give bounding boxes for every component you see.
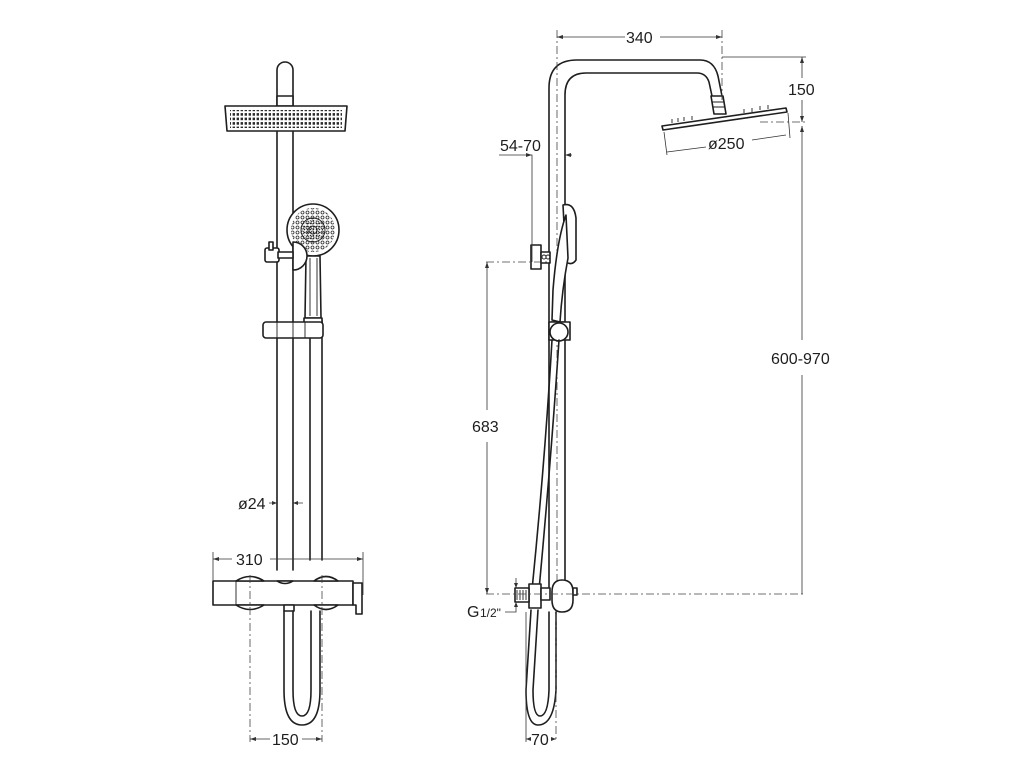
label-inlet-thread: G: [467, 604, 479, 621]
dim-inlet-projection: 70: [525, 612, 557, 749]
side-view: 340 150 ø250 54-70 600-970: [467, 30, 830, 749]
label-head-diameter: ø250: [708, 136, 745, 153]
dim-bar-diameter: ø24: [238, 496, 303, 513]
hose-loop-side: [525, 609, 557, 726]
front-view: ø24 310 150: [212, 61, 364, 749]
dim-head-diameter: ø250: [663, 112, 791, 156]
label-inlet-centers: 150: [272, 732, 299, 749]
mixer-body-front: [212, 575, 363, 615]
dim-inlet-thread: G 1/2": [467, 578, 518, 621]
riser-inner: [564, 72, 713, 593]
dim-mixer-width: 310: [212, 552, 364, 595]
riser-pipe: [276, 61, 294, 571]
nozzle-grid: [230, 110, 342, 128]
label-mixer-width: 310: [236, 552, 263, 569]
dim-inlet-centers: 150: [250, 732, 322, 749]
label-inlet-projection: 70: [531, 732, 549, 749]
head-collar: [276, 95, 294, 107]
dim-bracket-height: 683: [472, 262, 499, 594]
label-head-drop: 150: [788, 82, 815, 99]
dim-wall-distance: 54-70: [499, 138, 572, 262]
label-arm-projection: 340: [626, 30, 653, 47]
label-inlet-thread-fraction: 1/2": [480, 606, 501, 620]
dim-arm-projection: 340: [557, 30, 722, 47]
hand-shower-side: [551, 203, 577, 323]
wall-bracket-side: [530, 244, 551, 270]
label-wall-distance: 54-70: [500, 138, 541, 155]
riser-outer: [548, 59, 723, 593]
dim-height-range: 600-970: [771, 126, 830, 594]
label-bar-diameter: ø24: [238, 496, 266, 513]
diverter-knob: [264, 241, 308, 271]
slide-holder-front: [262, 321, 324, 339]
rain-head-side: [661, 105, 788, 131]
hose-loop-front: [283, 604, 321, 726]
label-bracket-height: 683: [472, 419, 499, 436]
rain-head-front: [224, 105, 348, 132]
mixer-body-side: [514, 579, 578, 613]
label-height-range: 600-970: [771, 351, 830, 368]
dim-head-drop: 150: [722, 56, 815, 122]
